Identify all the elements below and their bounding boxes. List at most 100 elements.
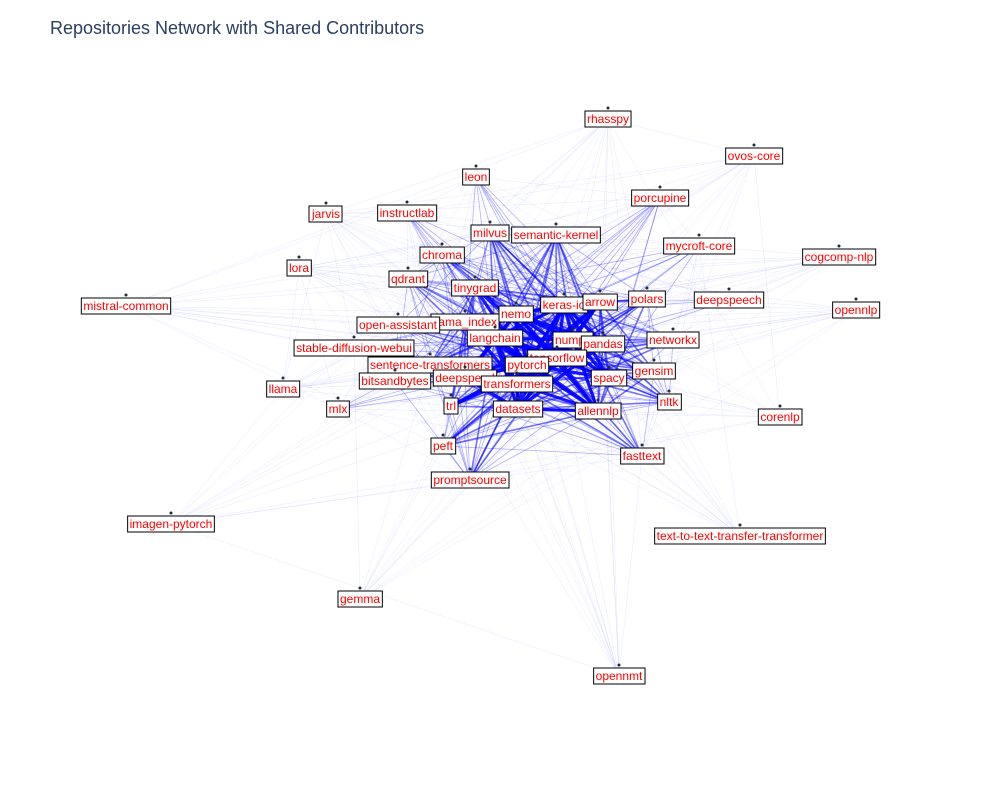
node-label-box: [646, 331, 700, 349]
node-label: nltk: [660, 395, 680, 409]
node-mycroft-core[interactable]: mycroft-core: [663, 233, 736, 255]
edge-leon-porcupine: [475, 176, 661, 199]
node-semantic-kernel[interactable]: semantic-kernel: [511, 222, 601, 244]
node-pytorch[interactable]: pytorch: [504, 352, 550, 374]
node-promptsource[interactable]: promptsource: [430, 467, 510, 489]
node-marker: [738, 523, 742, 527]
node-marker: [515, 371, 519, 375]
edge-promptsource-imagen-pytorch: [170, 479, 471, 525]
node-ovos-core[interactable]: ovos-core: [725, 143, 784, 165]
edge-arrow-mlx: [337, 301, 601, 410]
node-mlx[interactable]: mlx: [326, 396, 350, 418]
node-datasets[interactable]: datasets: [492, 396, 544, 418]
node-porcupine[interactable]: porcupine: [631, 185, 690, 207]
node-tinygrad[interactable]: tinygrad: [451, 275, 499, 297]
node-label-box: [466, 329, 524, 347]
node-label-box: [580, 335, 626, 353]
node-gensim[interactable]: gensim: [632, 358, 676, 380]
node-open-assistant[interactable]: open-assistant: [356, 312, 441, 334]
node-nemo[interactable]: nemo: [498, 301, 534, 323]
node-marker: [652, 358, 656, 362]
node-label: corenlp: [760, 410, 800, 424]
node-instructlab[interactable]: instructlab: [377, 200, 438, 222]
edge-stable-diffusion-webui-gemma: [353, 347, 361, 600]
node-langchain[interactable]: langchain: [466, 325, 524, 347]
edge-jarvis-llama_index: [325, 213, 466, 323]
node-label-box: [582, 293, 618, 311]
node-pandas[interactable]: pandas: [580, 331, 626, 353]
node-marker: [606, 106, 610, 110]
node-text-to-text-transfer-transformer[interactable]: text-to-text-transfer-transformer: [654, 523, 826, 545]
node-label: imagen-pytorch: [130, 517, 213, 531]
node-label-box: [632, 362, 676, 380]
node-label-box: [657, 393, 682, 411]
edge-datasets-gemma: [359, 408, 519, 600]
node-marker: [336, 396, 340, 400]
node-transformers[interactable]: transformers: [480, 371, 554, 393]
node-networkx[interactable]: networkx: [646, 327, 700, 349]
edge-chroma-opennlp: [441, 254, 857, 311]
node-corenlp[interactable]: corenlp: [757, 404, 803, 426]
node-label: spacy: [593, 371, 624, 385]
node-peft[interactable]: peft: [430, 433, 457, 455]
edge-lora-nemo: [298, 267, 517, 315]
node-cogcomp-nlp[interactable]: cogcomp-nlp: [802, 244, 877, 266]
node-marker: [617, 663, 621, 667]
node-llama[interactable]: llama: [266, 376, 301, 398]
edge-porcupine-keras-io: [563, 197, 661, 306]
node-label-box: [628, 290, 666, 308]
node-marker: [516, 396, 520, 400]
edges-layer: [125, 118, 857, 677]
node-polars[interactable]: polars: [628, 286, 666, 308]
node-label-box: [266, 380, 301, 398]
node-milvus[interactable]: milvus: [470, 220, 510, 242]
node-stable-diffusion-webui[interactable]: stable-diffusion-webui: [293, 335, 415, 357]
node-trl[interactable]: trl: [443, 393, 459, 415]
edge-spacy-mlx: [337, 377, 610, 410]
node-label-box: [757, 408, 803, 426]
node-label: transformers: [483, 377, 550, 391]
node-bitsandbytes[interactable]: bitsandbytes: [358, 368, 432, 390]
node-label-box: [654, 527, 826, 545]
edge-transformers-peft: [442, 383, 518, 447]
node-fasttext[interactable]: fasttext: [620, 443, 665, 465]
node-leon[interactable]: leon: [462, 164, 490, 186]
node-marker: [562, 292, 566, 296]
edge-chroma-arrow: [441, 254, 601, 303]
node-allennlp[interactable]: allennlp: [574, 398, 622, 420]
edge-spacy-promptsource: [469, 377, 610, 481]
node-chroma[interactable]: chroma: [419, 242, 465, 264]
edge-porcupine-open-assistant: [397, 197, 661, 326]
node-mistral-common[interactable]: mistral-common: [80, 293, 172, 315]
edge-jarvis-stable-diffusion-webui: [325, 213, 355, 349]
node-label: peft: [433, 439, 454, 453]
node-llama_index[interactable]: llama_index: [430, 309, 500, 331]
node-jarvis[interactable]: jarvis: [308, 201, 343, 223]
node-keras-io[interactable]: keras-io: [540, 292, 589, 314]
edge-gensim-fasttext: [641, 370, 655, 457]
node-opennlp[interactable]: opennlp: [832, 297, 881, 319]
node-marker: [837, 244, 841, 248]
edge-milvus-networkx: [489, 232, 674, 341]
node-label: allennlp: [577, 404, 619, 418]
edge-pandas-opennmt: [602, 343, 620, 677]
node-qdrant[interactable]: qdrant: [388, 266, 429, 288]
edge-datasets-text-to-text-transfer-transformer: [517, 408, 741, 537]
node-marker: [493, 325, 497, 329]
node-deepspeech[interactable]: deepspeech: [693, 287, 765, 309]
edge-semantic-kernel-llama: [282, 234, 557, 390]
node-sentence-transformers[interactable]: sentence-transformers: [367, 352, 493, 374]
node-imagen-pytorch[interactable]: imagen-pytorch: [127, 511, 215, 533]
node-nltk[interactable]: nltk: [657, 389, 682, 411]
node-opennmt[interactable]: opennmt: [593, 663, 646, 685]
node-rhasspy[interactable]: rhasspy: [584, 106, 632, 128]
edge-opennlp-stable-diffusion-webui: [353, 309, 857, 349]
node-marker: [405, 200, 409, 204]
node-label: instructlab: [380, 206, 435, 220]
node-lora[interactable]: lora: [286, 255, 312, 277]
node-label: opennmt: [596, 669, 643, 683]
node-spacy[interactable]: spacy: [590, 365, 628, 387]
node-gemma[interactable]: gemma: [337, 586, 383, 608]
node-arrow[interactable]: arrow: [582, 289, 618, 311]
edge-mycroft-core-tinygrad: [474, 245, 700, 289]
